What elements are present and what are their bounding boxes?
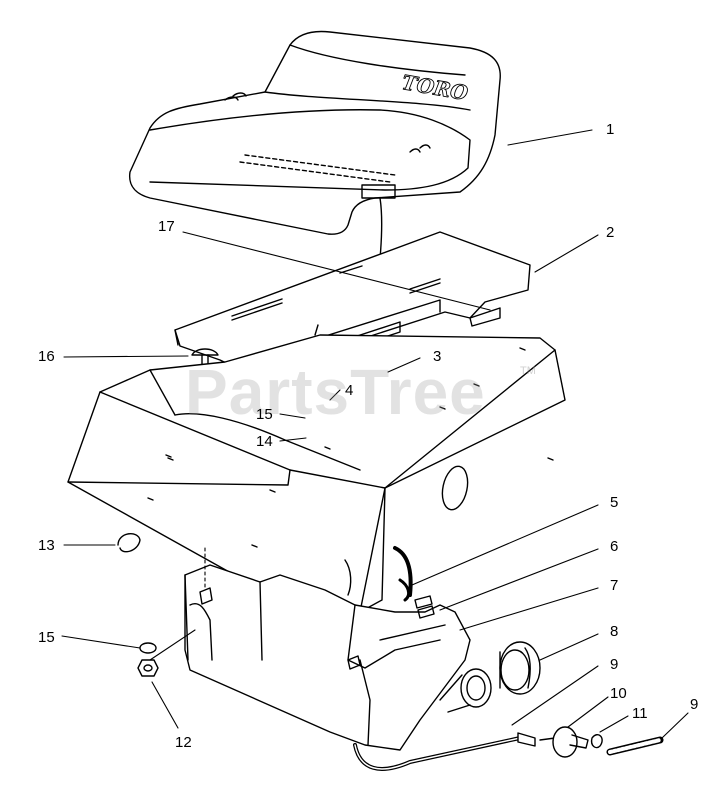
- fill-neck: [439, 668, 492, 713]
- fuel-tank: [184, 564, 471, 751]
- callout-15-lower: 15: [38, 629, 55, 646]
- callout-5: 5: [610, 494, 619, 511]
- fuel-hose: [353, 732, 536, 771]
- callout-7: 7: [610, 577, 619, 594]
- fuel-cap: [499, 641, 541, 695]
- watermark-trademark: TM: [520, 365, 536, 377]
- callout-14: 14: [256, 433, 273, 450]
- callout-11: 11: [632, 705, 648, 722]
- callout-9-second: 9: [690, 696, 699, 713]
- tank-bracket: [414, 595, 433, 609]
- fuel-filter: [539, 726, 589, 758]
- callout-16: 16: [38, 348, 55, 365]
- callout-3: 3: [433, 348, 442, 365]
- callout-13: 13: [38, 537, 55, 554]
- callout-10: 10: [610, 685, 627, 702]
- callout-6: 6: [610, 538, 619, 555]
- locknut: [137, 659, 159, 677]
- vent-hose: [393, 546, 413, 602]
- leader-lines: [61, 129, 689, 739]
- callout-17: 17: [158, 218, 175, 235]
- fuel-hose-second: [606, 736, 664, 756]
- washer-lower: [139, 642, 157, 654]
- seat: TORO: [128, 30, 501, 235]
- hose-clamp: [590, 734, 603, 749]
- callout-2: 2: [606, 224, 615, 241]
- snap-ring: [117, 533, 141, 553]
- callout-4: 4: [345, 382, 354, 399]
- callout-12: 12: [175, 734, 192, 751]
- callout-1: 1: [606, 121, 615, 138]
- callout-9-first: 9: [610, 656, 619, 673]
- callout-8: 8: [610, 623, 619, 640]
- watermark: PartsTree: [185, 356, 486, 428]
- callout-15-upper: 15: [256, 406, 273, 423]
